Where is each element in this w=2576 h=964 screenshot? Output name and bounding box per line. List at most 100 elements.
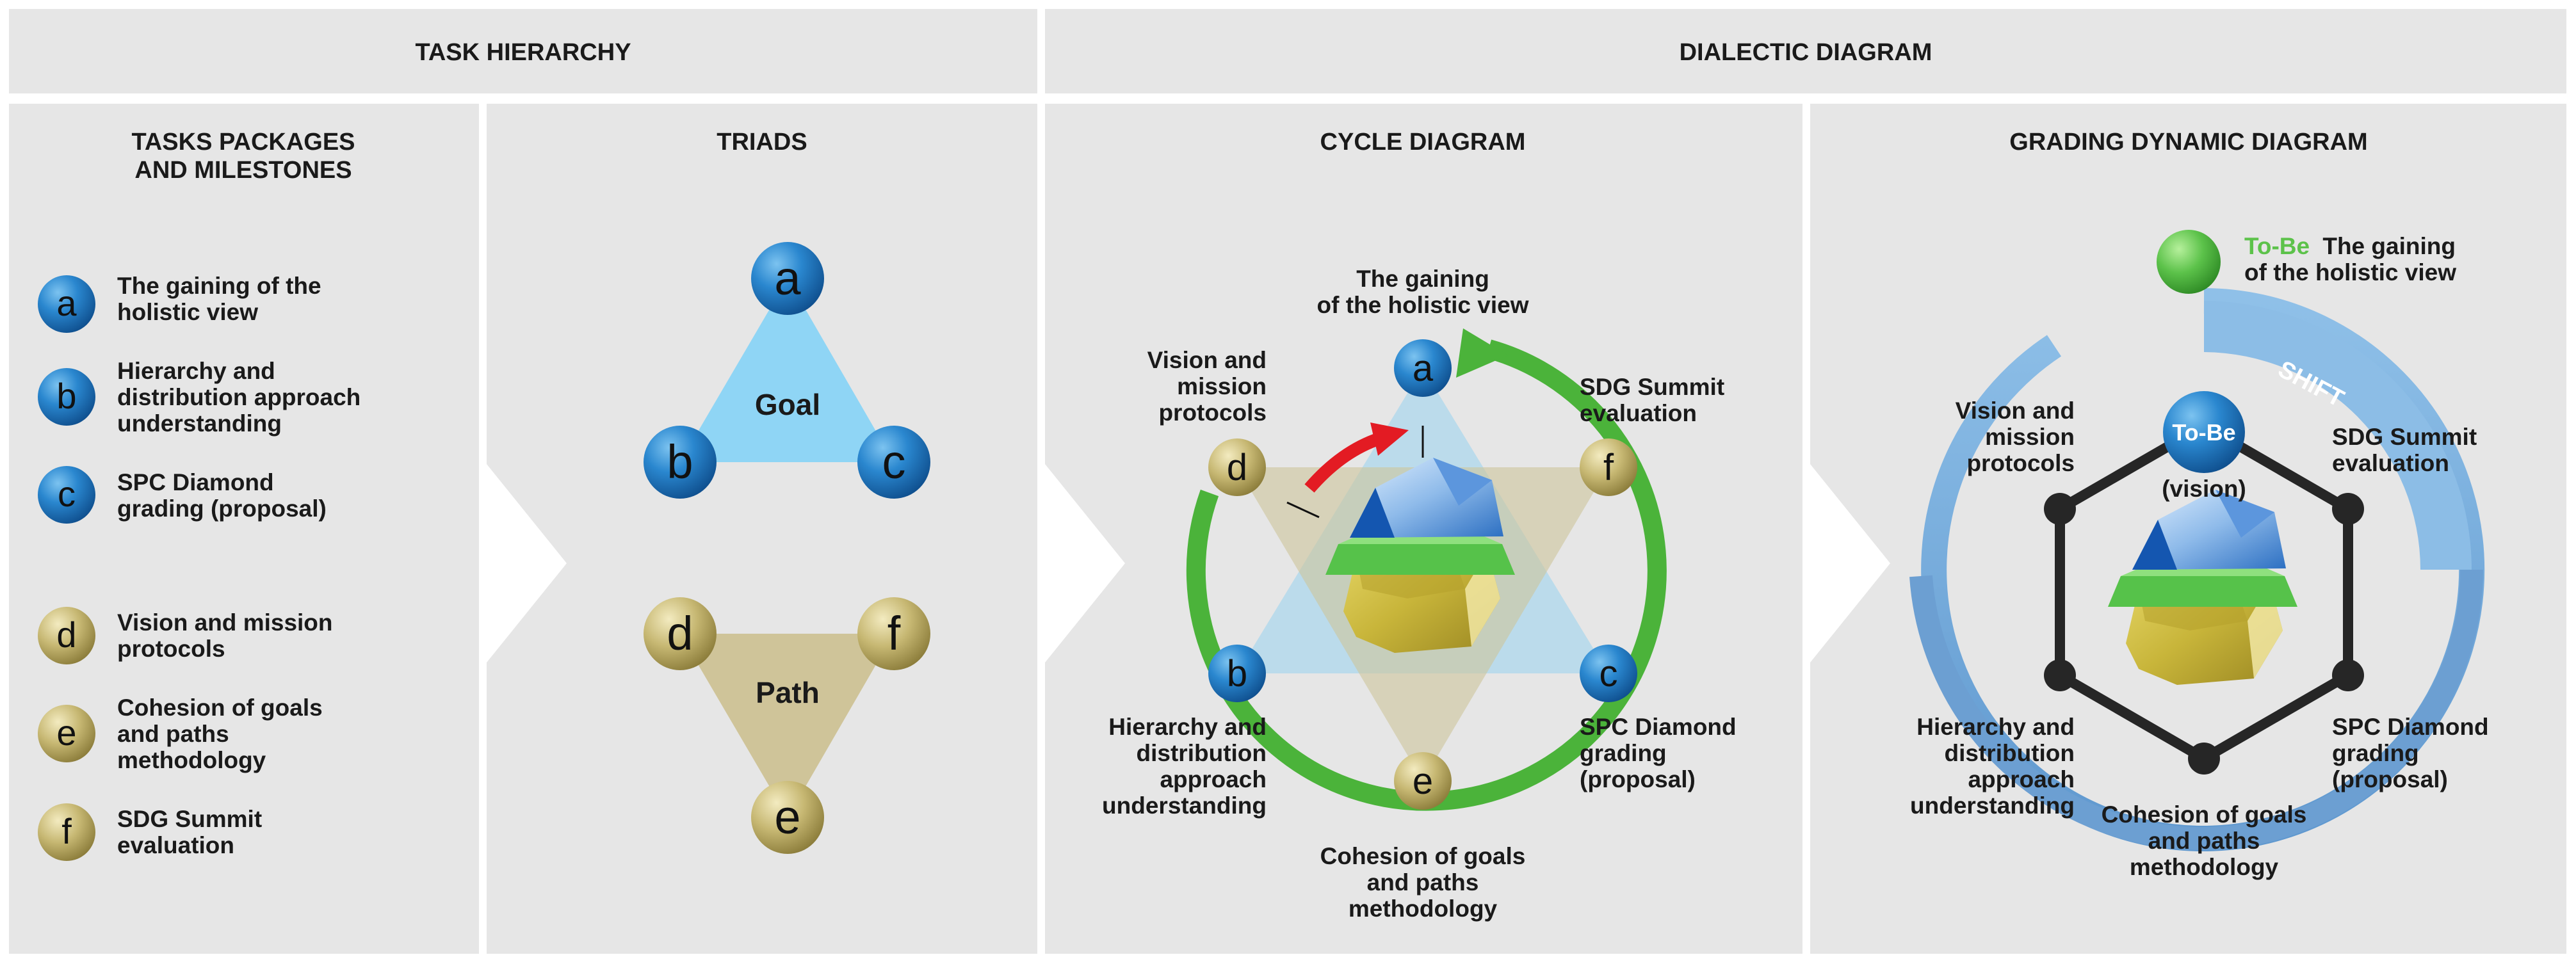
path-triad: Path d f e [644,597,930,854]
grading-label-spc-2: grading [2332,740,2419,766]
header-tasks-packages-l1: TASKS PACKAGES [131,129,355,156]
cycle-label-d-3: protocols [1158,399,1267,426]
goal-node-a [751,242,824,315]
grading-label-vision-2: mission [1985,424,2075,450]
cycle-label-a-2: of the holistic view [1317,292,1529,318]
path-node-f [857,597,930,670]
grading-label-hierarchy-4: understanding [1910,792,2075,819]
to-be-top-prefix: To-Be [2244,233,2310,259]
goal-node-b [644,426,717,499]
header-triads: TRIADS [717,129,807,156]
grading-label-sdg-1: SDG Summit [2332,424,2477,450]
cycle-label-b-3: approach [1160,766,1267,792]
cycle-diagram: a b c d e f The gaining of the holistic … [1102,266,1737,922]
grading-label-cohesion-3: methodology [2130,854,2279,880]
cycle-label-f-1: SDG Summit [1580,374,1724,400]
cycle-label-d: Vision and mission protocols [1147,347,1267,426]
cycle-label-b: Hierarchy and distribution approach unde… [1102,714,1267,819]
goal-node-b-letter: b [667,435,693,488]
task-label-d-1: Vision and mission [117,609,333,636]
path-node-e [751,781,824,854]
red-arrow [1304,432,1382,493]
cycle-label-f-2: evaluation [1580,400,1697,426]
shift-outer-band [1909,569,2483,851]
task-label-b-2: distribution approach [117,384,360,410]
cycle-green-arrowhead [1456,328,1508,378]
cycle-label-b-4: understanding [1102,792,1267,819]
grading-label-cohesion-2: and paths [2148,828,2260,854]
task-letter-c: c [58,474,76,514]
grading-label-vision-1: Vision and [1956,398,2075,424]
cycle-label-c: SPC Diamond grading (proposal) [1580,714,1737,792]
path-triangle [680,634,894,817]
grading-label-cohesion: Cohesion of goals and paths methodology [2102,801,2307,880]
cycle-node-e [1394,752,1452,810]
header-grading-dynamic: GRADING DYNAMIC DIAGRAM [2009,129,2367,156]
cycle-label-b-2: distribution [1137,740,1267,766]
cycle-node-b-letter: b [1227,653,1247,695]
cycle-label-b-1: Hierarchy and [1108,714,1267,740]
path-node-d-letter: d [667,607,693,660]
task-item-d: d Vision and mission protocols [38,607,333,664]
grading-label-sdg-2: evaluation [2332,450,2449,476]
task-label-f-1: SDG Summit [117,806,262,832]
grading-label-sdg: SDG Summit evaluation [2332,424,2477,476]
task-label-e-2: and paths [117,721,229,747]
task-label-c-2: grading (proposal) [117,495,327,522]
cycle-node-f-letter: f [1603,447,1614,488]
grading-label-vision-3: protocols [1966,450,2075,476]
path-node-f-letter: f [887,607,901,660]
grading-label-spc-1: SPC Diamond [2332,714,2489,740]
task-letter-a: a [56,283,77,323]
cycle-label-e-2: and paths [1367,869,1479,896]
task-item-f: f SDG Summit evaluation [38,803,262,861]
cycle-label-d-2: mission [1177,373,1267,399]
cycle-label-d-1: Vision and [1147,347,1267,373]
goal-triad: Goal a b c [644,242,930,499]
cycle-label-e-3: methodology [1349,896,1498,922]
grading-label-hierarchy-3: approach [1968,766,2075,792]
cycle-label-c-1: SPC Diamond [1580,714,1737,740]
goal-label: Goal [755,388,820,421]
grading-label-hierarchy: Hierarchy and distribution approach unde… [1910,714,2075,819]
task-letter-b: b [56,376,76,416]
grading-label-cohesion-1: Cohesion of goals [2102,801,2307,828]
task-letter-d: d [56,615,76,655]
task-item-e: e Cohesion of goals and paths methodolog… [38,695,323,773]
cycle-node-e-letter: e [1413,760,1433,802]
red-arrowhead [1370,422,1409,456]
task-letter-f: f [61,811,72,851]
task-label-b-1: Hierarchy and [117,358,275,384]
header-cycle-diagram: CYCLE DIAGRAM [1320,129,1526,156]
header-task-hierarchy: TASK HIERARCHY [415,39,631,66]
shift-arrow-band [2204,301,2472,570]
header-tasks-packages-l2: AND MILESTONES [134,157,352,184]
to-be-green-dot [2157,230,2221,294]
task-item-c: c SPC Diamond grading (proposal) [38,466,327,524]
cycle-label-a: The gaining of the holistic view [1317,266,1529,318]
task-item-a: a The gaining of the holistic view [38,273,321,333]
grading-label-hierarchy-1: Hierarchy and [1916,714,2075,740]
path-label: Path [756,676,820,709]
grading-dynamic-diagram: SHIFT To-Be (vision) To-Be The gaining o… [1909,230,2489,880]
to-be-top-label-2: of the holistic view [2244,259,2456,285]
task-label-a-1: The gaining of the [117,273,321,299]
cycle-label-c-2: grading [1580,740,1667,766]
task-label-d-2: protocols [117,636,225,662]
task-label-e-3: methodology [117,747,266,773]
cycle-label-e: Cohesion of goals and paths methodology [1320,843,1526,922]
grading-label-hierarchy-2: distribution [1945,740,2075,766]
to-be-node [2163,391,2245,473]
header-dialectic-diagram: DIALECTIC DIAGRAM [1680,39,1932,66]
cycle-label-e-1: Cohesion of goals [1320,843,1526,869]
cycle-node-d [1208,438,1266,496]
task-letter-e: e [56,712,76,753]
cycle-node-a [1394,339,1452,397]
grading-label-vision: Vision and mission protocols [1956,398,2075,476]
task-list: a The gaining of the holistic view b Hie… [38,273,360,861]
goal-node-a-letter: a [774,252,801,305]
task-label-e-1: Cohesion of goals [117,695,323,721]
path-node-d [644,597,717,670]
cycle-node-c [1580,645,1637,702]
